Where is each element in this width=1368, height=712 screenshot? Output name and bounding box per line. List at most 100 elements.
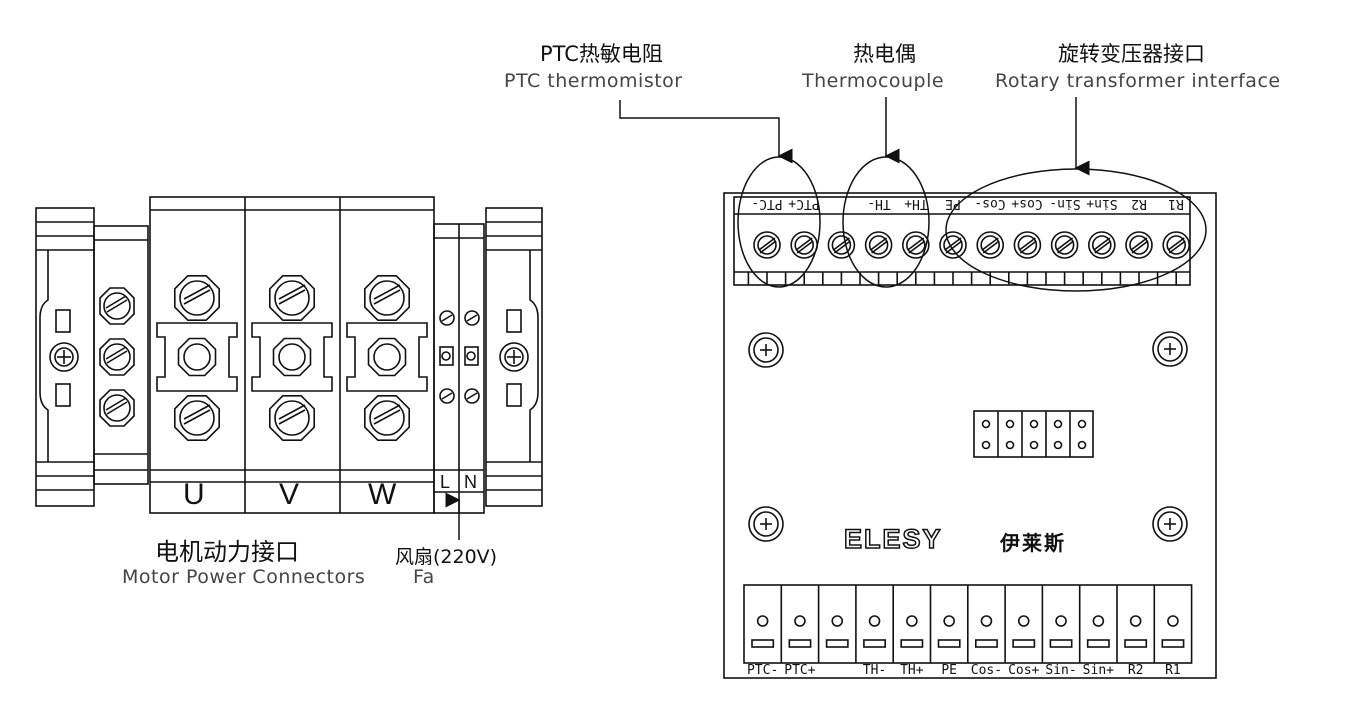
- screw-slot: [833, 240, 851, 254]
- jumper-pin: [1005, 419, 1015, 429]
- bottom-terminal-slot: [1086, 639, 1110, 648]
- bottom-terminal-strip: [743, 584, 1193, 664]
- top-terminal-strip: [747, 231, 1190, 285]
- top-terminal-label: PE: [945, 196, 961, 211]
- bottom-terminal-label: TH+: [900, 663, 924, 678]
- fan-n-label: N: [464, 472, 477, 492]
- screw-slot: [871, 240, 889, 254]
- thermocouple-label-en: Thermocouple: [802, 70, 945, 92]
- thermocouple-label-cn: 热电偶: [853, 42, 916, 66]
- screw-slot: [373, 289, 401, 305]
- bottom-terminal-hole: [794, 615, 806, 627]
- fan-label-cn: 风扇(220V): [395, 546, 498, 568]
- top-terminal-label: TH-: [866, 196, 891, 211]
- bottom-terminal-label: PTC+: [784, 663, 816, 678]
- screw-hex: [174, 274, 220, 322]
- screw-hex: [268, 274, 316, 322]
- screw-slot: [373, 404, 401, 420]
- screw-slot: [1093, 237, 1111, 251]
- screw-slot: [373, 409, 401, 425]
- fan-label-en: Fa: [413, 566, 435, 588]
- screw-slot: [982, 240, 1000, 254]
- top-terminal-screw: [753, 231, 781, 259]
- bottom-terminal-label: R1: [1165, 663, 1181, 678]
- bottom-terminal-hole: [906, 615, 918, 627]
- bottom-terminal-label: Cos+: [1008, 663, 1040, 678]
- screw-head: [179, 280, 215, 316]
- top-terminal-screw: [1162, 231, 1190, 259]
- screw-slot: [1130, 237, 1148, 251]
- top-terminal-label: Cos-: [974, 196, 1006, 211]
- screw-hex: [363, 394, 411, 442]
- top-terminal-label: R1: [1168, 196, 1185, 211]
- rotary-label-cn: 旋转变压器接口: [1058, 42, 1205, 66]
- jumper-pin: [1005, 440, 1015, 450]
- phase-screw-group: [346, 274, 428, 442]
- top-terminal-screw-inner: [757, 235, 777, 255]
- screw-hex: [268, 394, 316, 442]
- clamp-nut: [177, 337, 217, 377]
- bottom-terminal-label: PTC-: [746, 663, 779, 678]
- top-terminal-screw-inner: [868, 235, 889, 255]
- bottom-terminal-hole: [943, 615, 955, 627]
- terminal-clamp: [156, 322, 238, 392]
- clamp-bolt: [373, 343, 401, 371]
- clamp-bolt: [278, 343, 306, 371]
- bottom-terminal-label: Sin+: [1082, 663, 1114, 678]
- top-terminal-screw-inner: [905, 235, 926, 255]
- screw-hex: [174, 394, 220, 442]
- mount-screw-inner: [753, 511, 779, 537]
- mount-screw-inner: [753, 337, 779, 363]
- thermocouple-callout-ellipse: [842, 156, 930, 288]
- screw-slot: [183, 284, 211, 300]
- bottom-terminal-slot: [937, 639, 961, 648]
- top-terminal-screw: [939, 231, 967, 259]
- bottom-terminal-label: Cos-: [970, 663, 1003, 678]
- motor-label-en: Motor Power Connectors: [122, 566, 366, 588]
- ptc-label-en: PTC thermomistor: [504, 70, 683, 92]
- jumper-pin: [981, 419, 991, 429]
- screw-slot: [183, 404, 211, 420]
- bottom-terminal-label: Sin-: [1045, 663, 1077, 678]
- right-end-clamp: [485, 207, 543, 507]
- screw-slot: [278, 409, 306, 425]
- mount-screw: [1152, 506, 1188, 542]
- top-terminal-screw: [976, 231, 1005, 259]
- bottom-terminal-slot: [863, 639, 887, 648]
- screw-slot: [795, 237, 813, 251]
- brand-logo-en: ELESY: [843, 523, 943, 555]
- screw-slot: [796, 240, 814, 254]
- motor-terminal-block: [35, 196, 543, 540]
- bottom-terminal-label: R2: [1127, 663, 1144, 678]
- phase-blocks: [149, 196, 435, 514]
- bottom-terminal-label: PE: [941, 663, 957, 678]
- bottom-terminal-hole: [1167, 615, 1179, 627]
- jumper-frame: [973, 410, 1094, 458]
- screw-slot: [832, 237, 850, 251]
- bottom-terminal-slot: [788, 639, 812, 648]
- jumper-pin: [1053, 419, 1063, 429]
- jumper-pin: [1053, 440, 1063, 450]
- bottom-terminal-slot: [751, 639, 775, 648]
- ptc-callout-ellipse: [737, 156, 821, 288]
- ptc-label-cn: PTC热敏电阻: [540, 42, 663, 66]
- fan-terminal: [433, 223, 485, 514]
- screw-head: [369, 400, 405, 436]
- top-terminal-screw-inner: [794, 235, 815, 255]
- phase-w-label: W: [368, 478, 397, 511]
- screw-head: [179, 400, 215, 436]
- clamp-nut: [367, 337, 407, 377]
- jumper-pin: [1029, 440, 1039, 450]
- screw-slot: [870, 237, 888, 251]
- jumper-pin: [1029, 419, 1039, 429]
- top-terminal-screw-inner: [1129, 235, 1149, 255]
- jumper-pin: [1077, 419, 1087, 429]
- top-terminal-label: PTC+: [788, 196, 820, 211]
- terminal-clamp: [251, 322, 333, 392]
- top-terminal-screw: [1088, 231, 1116, 259]
- bottom-terminal-hole: [756, 615, 769, 627]
- terminal-clamp: [346, 322, 428, 392]
- jumper-pin: [1077, 440, 1087, 450]
- bottom-terminal-slot: [900, 639, 924, 648]
- screw-head: [274, 280, 310, 316]
